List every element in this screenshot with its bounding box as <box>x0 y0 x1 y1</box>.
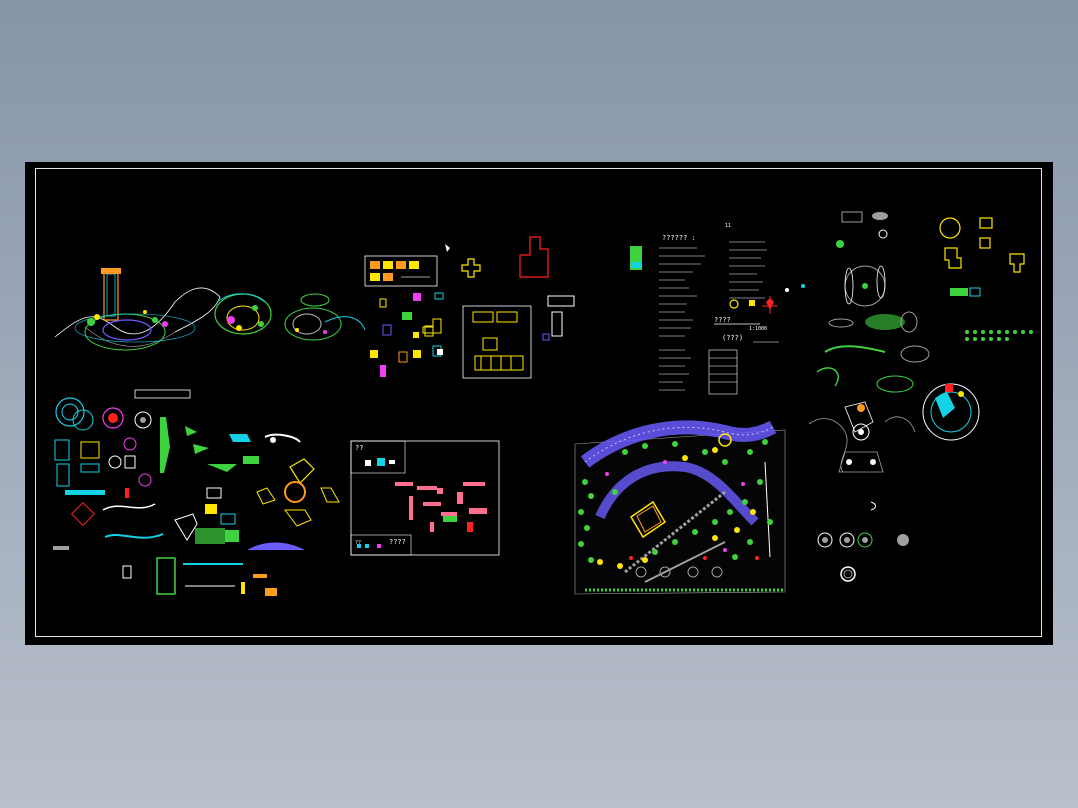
legend-title: ?????? : <box>662 234 696 242</box>
right-detail-group <box>808 383 980 582</box>
scale-sub: (???) <box>722 334 743 342</box>
scale-title: ???? <box>714 316 731 324</box>
right-top-cluster <box>816 211 1033 393</box>
landscape-plan-b <box>284 293 366 341</box>
legend-table-group: ?????? : 11 <box>630 223 805 395</box>
cad-drawing-canvas[interactable]: ?????? : 11 <box>25 162 1053 645</box>
detail-sheet-group: ?? ???? ?? <box>350 440 500 556</box>
block-b-label: ???? <box>389 538 406 546</box>
landscape-elevation-group <box>54 268 221 351</box>
block-a-label: ?? <box>355 444 363 452</box>
symbols-library-group <box>53 389 340 596</box>
site-master-plan <box>574 420 786 595</box>
scale-ratio: 1:1000 <box>749 326 767 332</box>
section-code: 11 <box>725 223 731 229</box>
building-blocks-group <box>364 236 575 379</box>
block-c-label: ?? <box>355 540 361 546</box>
landscape-plan-a <box>214 293 272 335</box>
drawing-sheet[interactable]: ?????? : 11 <box>25 162 1053 645</box>
